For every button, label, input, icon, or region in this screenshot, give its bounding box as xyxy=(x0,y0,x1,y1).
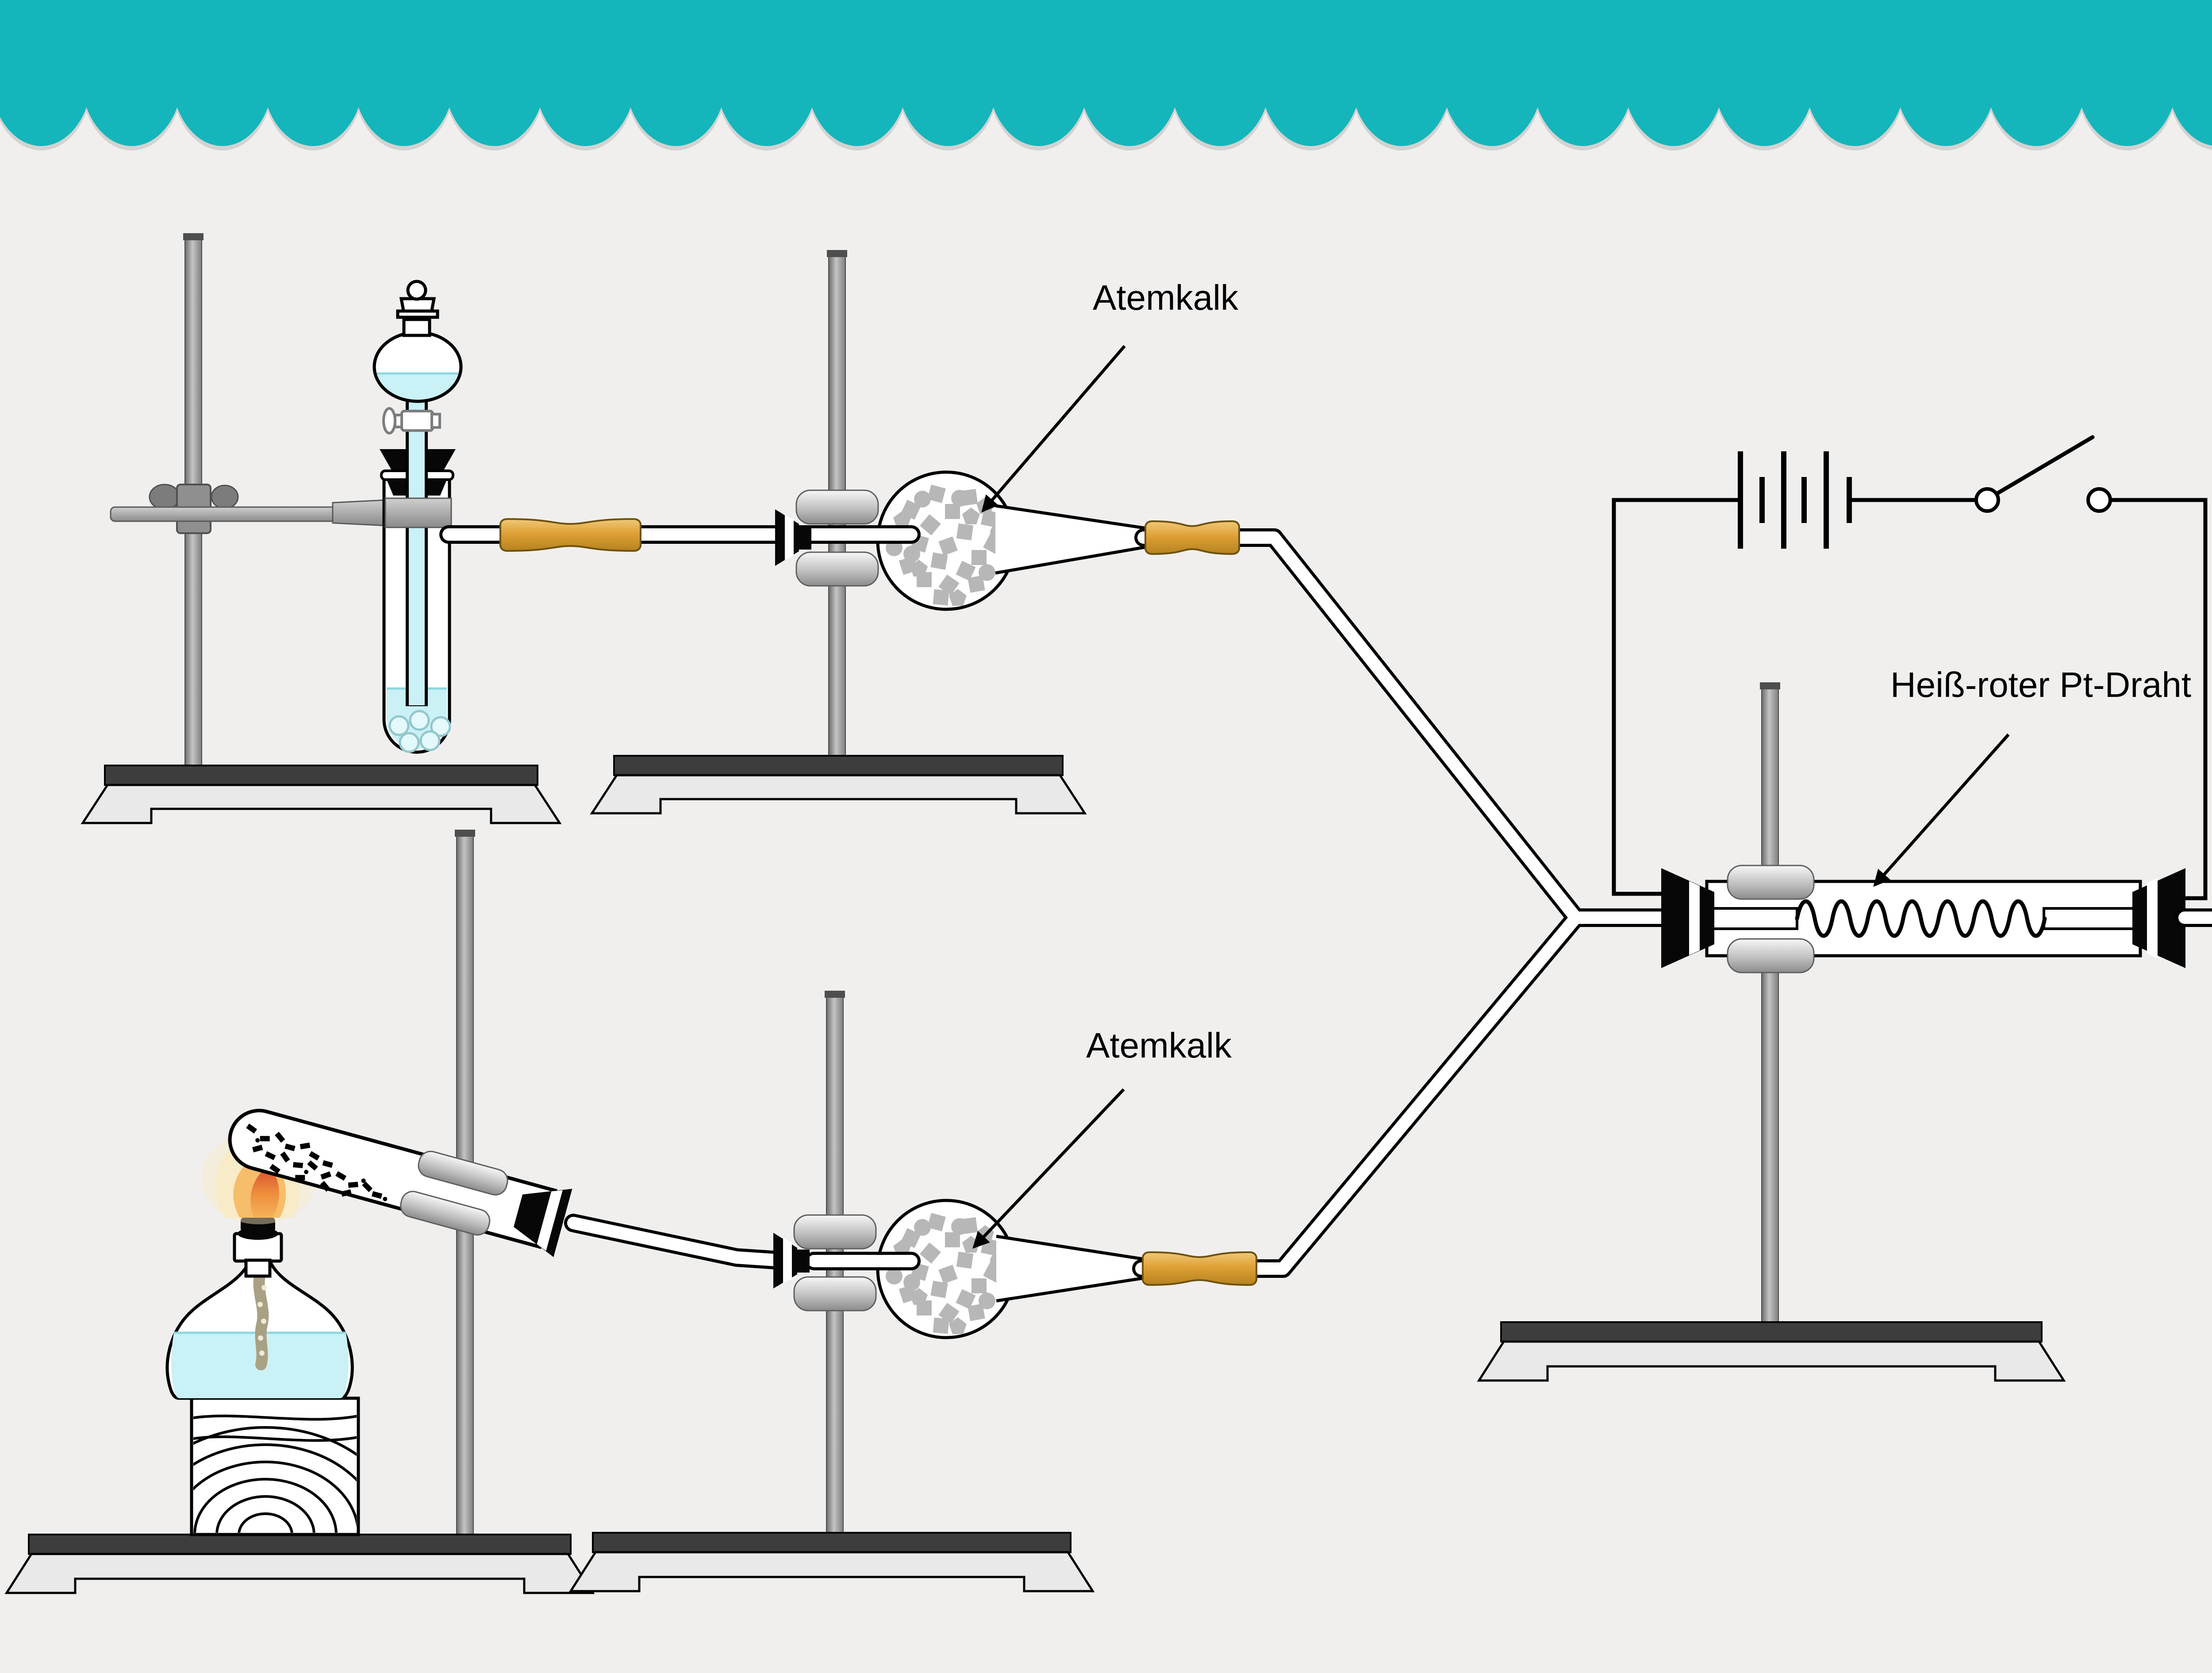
electric-circuit xyxy=(1612,435,2208,900)
combustion-tube-assembly xyxy=(1661,865,2185,973)
electrode-rod-right xyxy=(2043,907,2136,930)
stopper-right xyxy=(2132,868,2185,968)
clamp-knob-icon xyxy=(149,484,180,510)
circuit-wire-right xyxy=(2109,498,2208,900)
delivery-tube-bore xyxy=(567,1217,783,1266)
clamp-jaw-lower xyxy=(795,551,879,587)
label-pt-wire: Heiß-roter Pt-Draht xyxy=(1890,665,2191,704)
connector-amber-top xyxy=(1144,520,1240,555)
funnel-stopcock xyxy=(382,407,441,435)
label-atemkalk-top: Atemkalk xyxy=(1093,278,1239,317)
flask-fittings-bottom xyxy=(773,1214,877,1311)
electrode-rod-left xyxy=(1712,907,1798,930)
clamp-jaw-lower xyxy=(1727,938,1815,973)
burner-cap xyxy=(241,1217,275,1233)
spirit-burner xyxy=(165,1217,354,1400)
flame-core xyxy=(250,1165,279,1218)
scalloped-banner xyxy=(0,0,2212,150)
clamp-jaw-lower xyxy=(793,1276,877,1311)
stopper-left xyxy=(1661,868,1714,968)
arrow-atemkalk-bottom xyxy=(972,1088,1125,1249)
label-atemkalk-bottom: Atemkalk xyxy=(1086,1026,1232,1065)
connector-amber-bottom xyxy=(1142,1251,1257,1286)
platinum-wire-coil xyxy=(1795,899,2047,938)
funnel-stopper-ball xyxy=(406,280,427,301)
circuit-wire-left xyxy=(1612,498,1743,896)
arrow-atemkalk-top xyxy=(981,345,1126,513)
clamp-knob-icon xyxy=(211,485,239,509)
atemkalk-flask-top xyxy=(876,470,1147,611)
funnel-neck xyxy=(402,318,431,337)
clamp-jaw-upper xyxy=(793,1214,877,1250)
clamp-jaw-upper xyxy=(1727,865,1815,900)
battery-icon xyxy=(1738,451,1852,549)
wood-block xyxy=(190,1396,360,1536)
clamp-left-test-tube xyxy=(110,484,388,534)
flask-fittings-top xyxy=(775,489,879,587)
annotations: Atemkalk Atemkalk Heiß-roter Pt-Draht Ab… xyxy=(972,278,2191,1249)
stand-top-middle xyxy=(590,250,1087,815)
connector-amber-left xyxy=(499,518,641,552)
clamp-jaw-lower xyxy=(400,1191,491,1236)
gas-bubbles xyxy=(388,710,451,753)
clamp-jaw-upper xyxy=(795,489,879,525)
clamp-jaw-upper xyxy=(418,1150,508,1196)
clamp-holder-block xyxy=(384,497,452,528)
arrow-pt-wire xyxy=(1873,733,2010,887)
rubber-connectors xyxy=(499,518,1257,1286)
switch-icon xyxy=(1974,435,2112,513)
sample-solid xyxy=(246,1123,388,1201)
heated-test-tube xyxy=(228,1108,572,1257)
reaction-test-tube-assembly xyxy=(373,280,463,754)
stand-combustion xyxy=(1477,682,2066,1382)
burner-neck xyxy=(244,1258,272,1278)
